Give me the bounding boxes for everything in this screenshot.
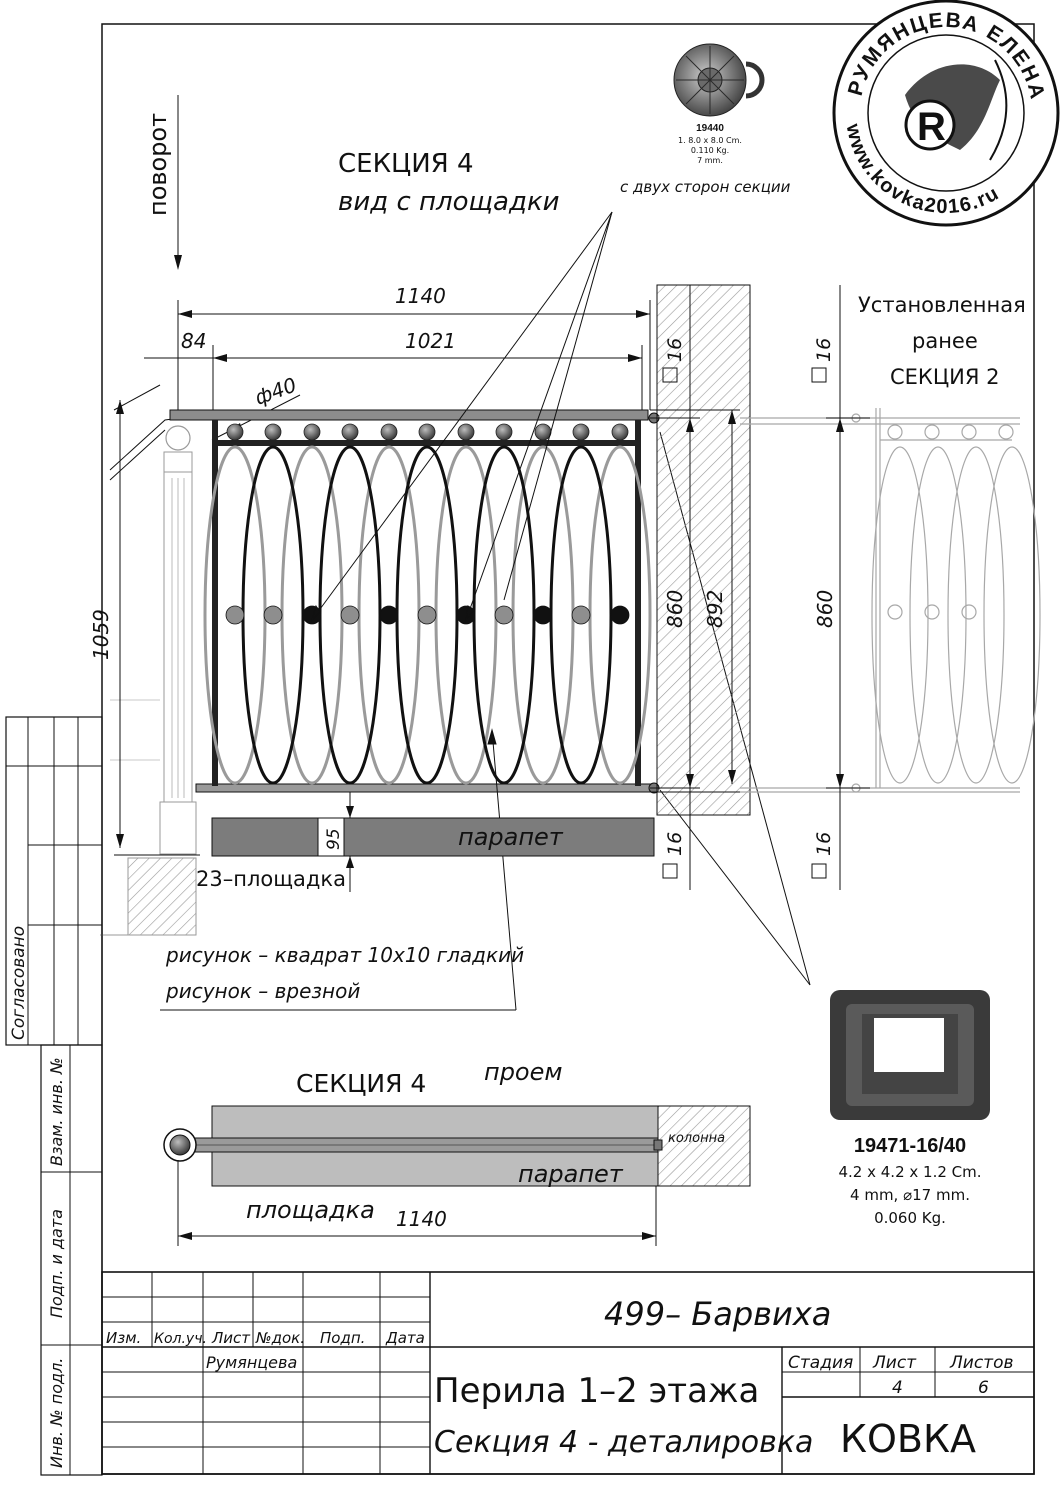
installed-label-1: Установленная [858,293,1026,317]
installed-section-2 [740,408,1041,793]
col-doc: №док. [255,1329,305,1347]
rosette-part [673,43,765,117]
turn-label: поворот [144,113,172,216]
railing-section-4 [169,409,660,794]
rosette-weight: 0.110 Kg. [691,146,729,155]
sheets-count: 6 [978,1378,989,1398]
sheet-frame [101,23,1035,1475]
rosette-size: 1. 8.0 x 8.0 Cm. [678,136,742,145]
installed-label-2: ранее [912,329,978,353]
flange-code: 19471-16/40 [854,1135,966,1157]
bow-icon [989,59,1008,161]
dimension-1059: 1059 [89,384,200,856]
note-1: рисунок – квадрат 10х10 гладкий [165,943,524,967]
flange-hole: 4 mm, ⌀17 mm. [850,1186,970,1204]
col-sign: Подп. [320,1329,365,1347]
project-name: 499– Барвиха [604,1295,831,1333]
section-title-2: вид с площадки [338,187,560,217]
svg-text:1059: 1059 [89,609,113,660]
stamp-letter: R [917,105,946,149]
platform-level-label: 23–площадка [196,867,346,891]
title-block: 499– Барвиха Изм. Кол.уч. Лист №док. Под… [101,1271,1035,1475]
inv-replacement-label: Взам. инв. № [47,1057,66,1166]
svg-text:892: 892 [703,590,727,628]
svg-text:860: 860 [663,590,687,628]
svg-text:ф40: ф40 [252,373,300,410]
opening-label: проем [484,1058,562,1086]
dimension-860-892: 860 892 [650,409,740,793]
plan-view: колонна парапет [163,1105,751,1188]
sheet-number: 4 [892,1378,903,1398]
parapet-plan-label: парапет [518,1160,624,1188]
drawing-name-2: Секция 4 - деталировка [434,1425,813,1460]
column-label: колонна [668,1131,725,1146]
svg-text:16: 16 [813,338,835,362]
col-change: Изм. [106,1329,141,1347]
svg-text:1021: 1021 [405,329,456,353]
author-stamp: РУМЯНЦЕВА ЕЛЕНА www.kovka2016.ru R [832,0,1060,227]
dimension-16-square: 16 16 16 16 [662,338,835,879]
parapet-label: парапет [458,823,564,851]
flange-weight: 0.060 Kg. [874,1209,946,1227]
parapet-elevation: 95 парапет [211,792,655,892]
sheets-label: Листов [949,1353,1014,1373]
platform-plan-label: площадка [246,1196,375,1224]
author-name: Румянцева [206,1353,297,1372]
sign-date-label: Подп. и дата [47,1209,66,1318]
sheet-label: Лист [872,1353,917,1373]
rosette-thickness: 7 mm. [697,156,723,165]
svg-text:860: 860 [813,590,837,628]
dimension-phi40: ф40 [211,373,301,441]
col-date: Дата [385,1329,425,1347]
inv-original-label: Инв. № подл. [47,1358,66,1468]
flange-part [830,990,990,1120]
organization: КОВКА [840,1417,976,1461]
dimension-860-section-2: 860 [813,285,870,890]
dimension-1140-plan: 1140 [177,1160,657,1246]
svg-text:1140: 1140 [396,1207,447,1231]
approved-label: Согласовано [9,926,29,1040]
dimension-1021: 1021 84 [144,329,643,420]
side-strip: Согласовано Взам. инв. № Подп. и дата Ин… [5,716,103,1476]
plan-title: СЕКЦИЯ 4 [296,1069,426,1098]
svg-text:16: 16 [813,832,835,856]
section-title-1: СЕКЦИЯ 4 [338,149,474,179]
note-2: рисунок – врезной [165,979,360,1003]
svg-text:1140: 1140 [395,284,446,308]
drawing-name-1: Перила 1–2 этажа [434,1371,759,1411]
dimension-95: 95 [324,828,344,850]
col-qty: Кол.уч. [154,1331,207,1347]
col-sheet: Лист [211,1329,251,1347]
dimension-84: 84 [181,329,206,353]
svg-text:16: 16 [664,338,686,362]
stage-label: Стадия [788,1353,853,1373]
stair-newel-post [100,417,197,936]
dimension-1140: 1140 [177,284,651,410]
both-sides-label: с двух сторон секции [620,178,791,196]
flange-size: 4.2 x 4.2 x 1.2 Cm. [838,1163,981,1181]
rosette-code: 19440 [696,123,724,134]
installed-label-3: СЕКЦИЯ 2 [890,365,999,389]
column-wall [656,284,751,890]
svg-text:16: 16 [664,832,686,856]
